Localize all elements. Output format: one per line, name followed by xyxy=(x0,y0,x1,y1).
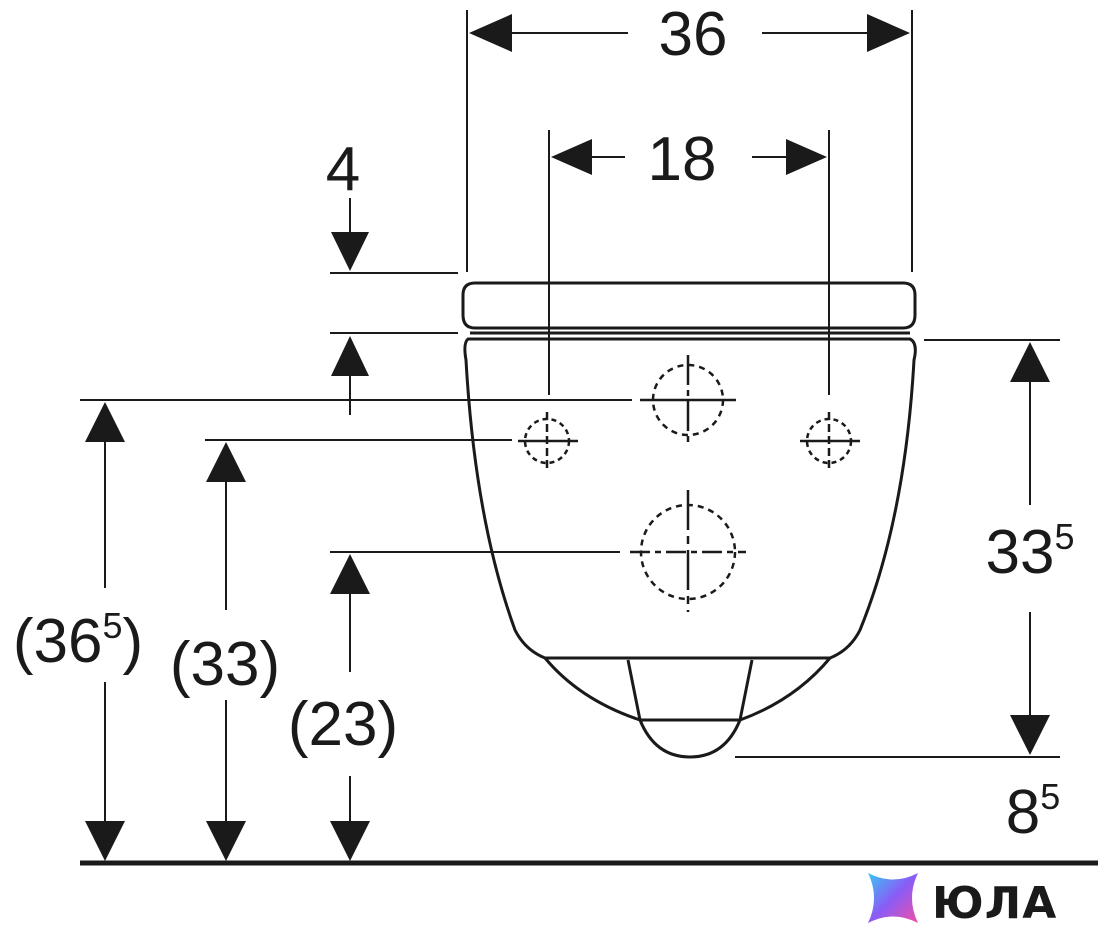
label-inlet-height: (33) xyxy=(170,630,280,699)
fixing-hole-right xyxy=(800,412,860,472)
outlet-connection-large xyxy=(630,490,746,612)
dimension-fixing-distance: 18 xyxy=(548,125,830,395)
watermark-logo: ЮЛА xyxy=(868,873,1057,929)
label-bowl-height: 335 xyxy=(986,516,1075,587)
label-width-total: 36 xyxy=(659,0,728,69)
toilet-seat xyxy=(461,281,917,330)
logo-text: ЮЛА xyxy=(932,878,1057,929)
label-fixing-distance: 18 xyxy=(648,125,717,194)
label-outlet-height: (23) xyxy=(288,690,398,759)
label-total-height: (365) xyxy=(13,605,143,676)
dimension-bowl-height: 335 xyxy=(735,339,1075,758)
fixing-hole-left xyxy=(518,412,578,472)
dimension-inlet-height: (33) xyxy=(170,439,512,861)
dimension-width-total: 36 xyxy=(466,0,913,272)
logo-star-icon xyxy=(868,873,918,923)
bowl-bottom xyxy=(543,657,832,722)
label-seat-height: 4 xyxy=(326,135,360,204)
label-bottom-gap: 85 xyxy=(1006,776,1061,847)
dimension-total-height: (365) xyxy=(13,399,632,861)
inlet-connection-large xyxy=(640,355,736,445)
dimension-bottom-gap: 85 xyxy=(1006,776,1061,847)
outlet-spigot xyxy=(626,659,754,759)
dimension-outlet-height: (23) xyxy=(288,551,620,861)
toilet-bowl xyxy=(463,337,917,660)
dimension-seat-height: 4 xyxy=(326,135,458,415)
